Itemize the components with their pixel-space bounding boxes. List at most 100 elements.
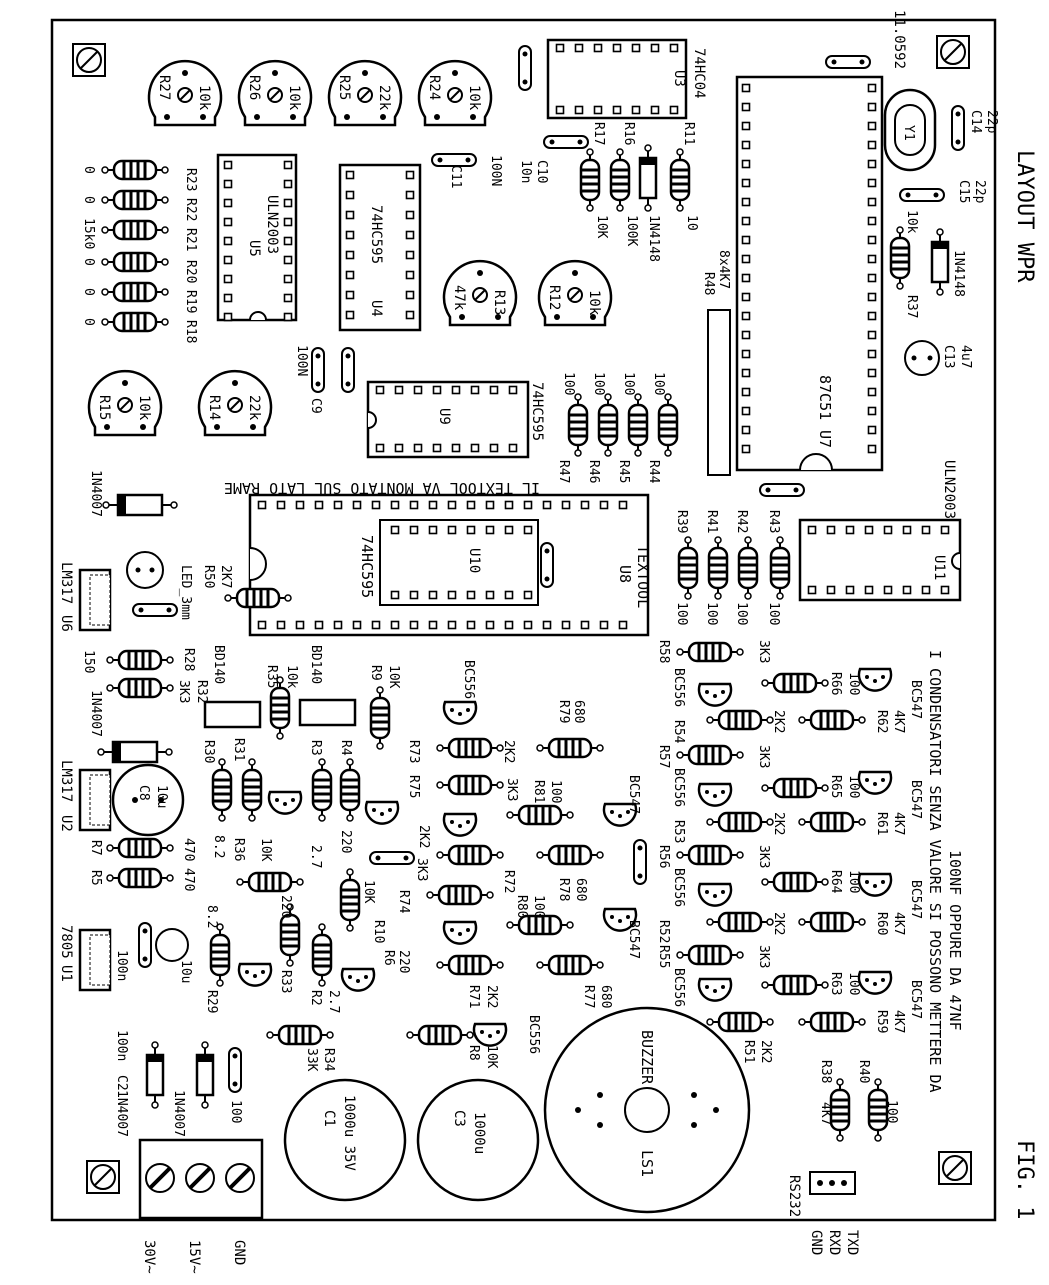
label-u3: U3 [671,70,687,87]
value-r33: 220 [278,895,293,918]
value-r48: 8x4K7 [716,250,731,289]
part-q14: BC547 [908,780,923,819]
part-u10: 74HC595 [358,535,376,598]
transistor-q18 [442,700,478,725]
label-r72: R72 [501,870,516,893]
label-r29: R29 [204,990,219,1013]
label-r48: R48 [701,272,716,295]
value-r62: 4K7 [891,710,906,733]
layout-title: LAYOUT WPR [1012,150,1037,283]
transistor-q5 [203,700,262,729]
value-r20: 0 [81,258,96,266]
label-u11: U11 [931,555,947,580]
value-r80: 100 [531,895,546,918]
label-r9: R9 [368,665,383,681]
value-r59: 4K7 [891,1010,906,1033]
value-r38: 4K7 [818,1102,833,1125]
value-r4: 220 [338,830,353,853]
part-q19: BC547 [626,920,641,959]
capacitor-c12 [132,603,178,617]
value-c8: 10u [154,785,169,808]
label-r52: R52 [656,920,671,943]
label-u2: U2 [58,815,74,832]
value-d7: LED_3mm [178,565,193,620]
label-u4: U4 [368,300,384,317]
terminal-15v-label: 15V~ [186,1240,202,1274]
label-c3: C3 [451,1110,467,1127]
transistor-q2 [340,967,376,992]
label-r12: R12 [546,285,562,310]
label-r38: R38 [818,1060,833,1083]
label-r37: R37 [904,295,919,318]
part-u5: ULN2003 [264,195,280,254]
label-r79: R79 [556,700,571,723]
capacitor-top-mid [825,55,871,69]
capacitor-mid [369,851,415,865]
value-r9: 10K [386,665,401,689]
part-q18: BC556 [461,660,476,699]
label-c1: C1 [321,1110,337,1127]
value-c3: 1000u [471,1112,487,1154]
value-r14: 22k [246,395,262,421]
value-r71: 2K2 [484,985,499,1008]
transistor-q7 [267,790,303,815]
label-r59: R59 [874,1010,889,1033]
label-r6: R6 [381,950,396,966]
label-u10: U10 [466,548,482,573]
label-r17: R17 [591,122,606,145]
value-r53: 2K2 [771,812,786,835]
value-r21: 15k0 [81,218,96,249]
transistor-q6 [237,962,273,987]
label-r78: R78 [556,878,571,901]
value-r22: 0 [81,196,96,204]
part-q5: BD140 [211,645,226,684]
value-r16: 100K [624,215,639,246]
mount-hole-top-left [72,43,106,77]
label-r53: R53 [671,820,686,843]
label-r2: R2 [308,990,323,1006]
label-r10: R10 [371,920,386,943]
transistor-q9 [697,882,733,907]
value-c4: 100 [228,1100,243,1123]
label-u5: U5 [246,240,262,257]
value-r44: 100 [651,372,666,395]
label-c10: C10 [534,160,549,183]
value-d4: 1N4148 [646,215,661,262]
label-r8: R8 [466,1045,481,1061]
part-u6: LM317 [58,562,74,604]
value-c14: 22p [984,110,999,134]
part-u11: ULN2003 [941,460,957,519]
label-r35: R35 [264,665,279,688]
value-r50: 2K7 [218,565,233,588]
label-r71: R71 [466,985,481,1008]
value-r54: 2K2 [771,710,786,733]
part-u7: 87C51 [816,375,834,420]
label-r61: R61 [874,812,889,835]
value-r73: 2K2 [501,740,516,763]
label-r56: R56 [656,845,671,868]
value-c11: 100N [488,155,503,186]
part-q4: BC556 [526,1015,541,1054]
value-r11: 10 [684,215,699,231]
value-d5: 1N4007 [88,470,103,517]
value-r3: 2.7 [308,845,323,868]
part-u8: TEXTOOL [634,545,652,608]
resistor-pack-r48 [707,309,731,476]
label-r75: R75 [406,775,421,798]
label-r81: R81 [531,780,546,803]
value-c13: 4u7 [958,345,973,368]
value-r25: 22k [376,85,392,111]
value-r40: 100 [884,1100,899,1123]
label-r32: R32 [194,680,209,703]
capacitor-r55 [633,839,647,885]
value-r64: 100 [846,870,861,893]
value-r12: 10k [586,290,602,316]
label-u1: U1 [58,965,74,982]
label-r60: R60 [874,912,889,935]
ic-u7 [735,75,884,472]
value-r77: 680 [598,985,613,1008]
label-r50: R50 [201,565,216,588]
transistor-q11 [697,682,733,707]
label-r13: R13 [491,290,507,315]
label-u6: U6 [58,615,74,632]
